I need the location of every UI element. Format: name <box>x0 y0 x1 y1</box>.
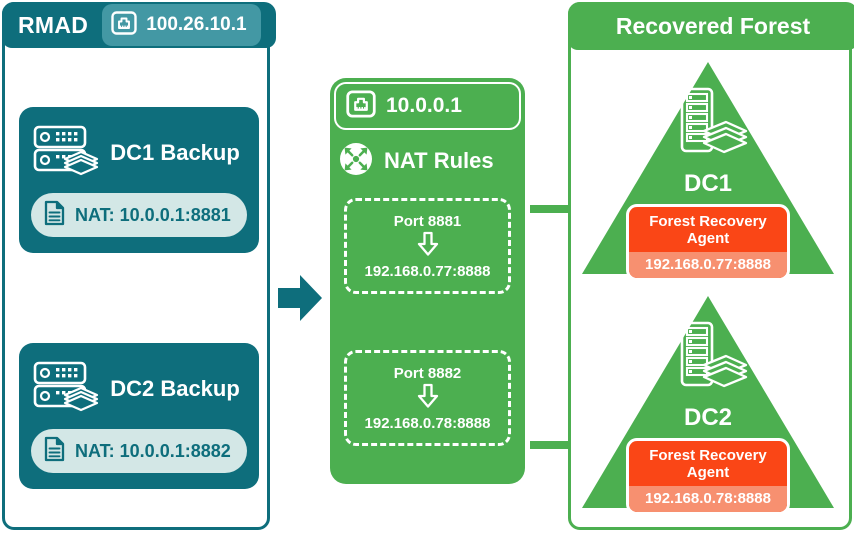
recovered-forest-header: Recovered Forest <box>568 2 854 50</box>
dc1-agent-title: Forest Recovery Agent <box>649 213 767 247</box>
dc1-nat-chip[interactable]: NAT: 10.0.0.1:8881 <box>31 193 247 237</box>
rmad-panel-header: RMAD 100.26.10.1 <box>2 2 276 48</box>
rmad-ip-badge: 100.26.10.1 <box>102 4 261 46</box>
dc2-agent-title: Forest Recovery Agent <box>649 447 767 481</box>
dc2-backup-header: DC2 Backup <box>31 353 247 425</box>
nat-ip-value: 10.0.0.1 <box>386 94 462 117</box>
dc2-backup-title: DC2 Backup <box>110 376 240 401</box>
dc1-agent-ip: 192.168.0.77:8888 <box>629 252 787 278</box>
nat-rules-title: NAT Rules <box>384 148 494 173</box>
server-backup-icon <box>31 357 103 422</box>
nat-panel: 10.0.0.1 NAT Rules <box>330 78 525 484</box>
server-backup-icon <box>31 121 103 186</box>
dc2-backup-card[interactable]: DC2 Backup NAT: 10.0.0.1:8882 <box>19 343 259 489</box>
dc1-backup-title: DC1 Backup <box>110 140 240 165</box>
dc2-nat-label: NAT: 10.0.0.1:8882 <box>75 440 231 461</box>
dc1-server-backup-icon-wrap <box>578 86 838 169</box>
document-icon <box>43 199 67 232</box>
dc2-nat-chip[interactable]: NAT: 10.0.0.1:8882 <box>31 429 247 473</box>
nat-rule-1[interactable]: Port 8881 192.168.0.77:8888 <box>344 198 511 294</box>
recovered-forest-title: Recovered Forest <box>615 12 811 39</box>
dc2-server-backup-icon-wrap <box>578 320 838 403</box>
rmad-panel: RMAD 100.26.10.1 <box>2 2 276 530</box>
arrow-down-icon <box>416 231 440 262</box>
dc1-node[interactable]: DC1 Forest Recovery Agent 192.168.0.77:8… <box>578 58 838 281</box>
nat-ip-badge: 10.0.0.1 <box>334 82 521 130</box>
dc2-agent-ip: 192.168.0.78:8888 <box>629 486 787 512</box>
ethernet-port-icon <box>346 90 376 123</box>
dc1-label: DC1 <box>683 170 732 197</box>
dc2-node[interactable]: DC2 Forest Recovery Agent 192.168.0.78:8… <box>578 292 838 515</box>
dc1-backup-header: DC1 Backup <box>31 117 247 189</box>
nat-routing-icon <box>338 141 374 182</box>
dc1-nat-label: NAT: 10.0.0.1:8881 <box>75 204 231 225</box>
dc1-forest-recovery-agent-box[interactable]: Forest Recovery Agent 192.168.0.77:8888 <box>626 204 790 281</box>
dc2-forest-recovery-agent-box[interactable]: Forest Recovery Agent 192.168.0.78:8888 <box>626 438 790 515</box>
dc1-backup-card[interactable]: DC1 Backup NAT: 10.0.0.1:8881 <box>19 107 259 253</box>
rmad-ip-value: 100.26.10.1 <box>146 14 247 35</box>
nat-rules-header: NAT Rules <box>338 140 518 182</box>
document-icon <box>43 435 67 468</box>
dc2-label: DC2 <box>683 404 732 431</box>
nat-rule-1-target: 192.168.0.77:8888 <box>364 262 491 280</box>
ethernet-port-icon <box>111 10 137 40</box>
server-backup-icon <box>666 320 750 403</box>
arrow-down-icon <box>416 383 440 414</box>
nat-rule-1-port: Port 8881 <box>393 212 462 230</box>
nat-rule-2[interactable]: Port 8882 192.168.0.78:8888 <box>344 350 511 446</box>
nat-rule-2-target: 192.168.0.78:8888 <box>364 414 491 432</box>
nat-rule-2-port: Port 8882 <box>393 364 462 382</box>
rmad-title: RMAD <box>18 11 89 38</box>
server-backup-icon <box>666 86 750 169</box>
rmad-to-nat-arrow-right-icon <box>276 272 324 329</box>
